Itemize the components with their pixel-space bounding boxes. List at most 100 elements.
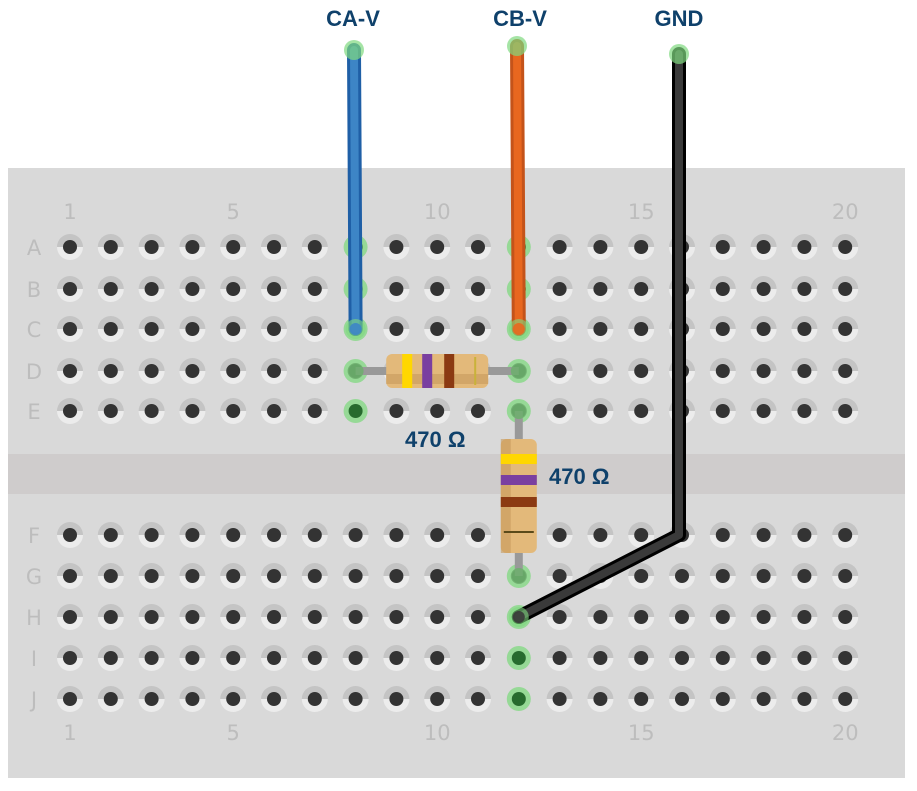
hole-i9[interactable] — [383, 645, 410, 671]
hole-b9[interactable] — [383, 276, 410, 302]
hole-j9[interactable] — [383, 686, 410, 713]
hole-b11[interactable] — [465, 276, 491, 302]
hole-j6[interactable] — [261, 686, 287, 712]
hole-g7[interactable] — [301, 563, 328, 589]
hole-a1[interactable] — [57, 234, 83, 260]
hole-g10[interactable] — [424, 563, 451, 589]
hole-h14[interactable] — [587, 604, 614, 630]
hole-a11[interactable] — [465, 234, 491, 260]
hole-d18[interactable] — [750, 358, 777, 384]
hole-h4[interactable] — [179, 604, 206, 630]
hole-j17[interactable] — [709, 686, 736, 713]
hole-c7[interactable] — [301, 316, 328, 342]
hole-j19[interactable] — [791, 686, 818, 713]
hole-g4[interactable] — [179, 563, 206, 589]
hole-f7[interactable] — [301, 522, 328, 548]
hole-e20[interactable] — [832, 398, 859, 425]
hole-h15[interactable] — [628, 604, 655, 630]
hole-h10[interactable] — [424, 604, 451, 630]
hole-a9[interactable] — [383, 234, 410, 260]
hole-c18[interactable] — [750, 316, 777, 342]
hole-d19[interactable] — [791, 358, 818, 384]
hole-j3[interactable] — [138, 686, 165, 713]
hole-i7[interactable] — [301, 645, 328, 671]
hole-i5[interactable] — [220, 645, 247, 671]
hole-i19[interactable] — [791, 645, 818, 671]
hole-j4[interactable] — [179, 686, 206, 713]
hole-d17[interactable] — [709, 358, 736, 384]
resistor-r1[interactable] — [386, 354, 489, 388]
hole-i1[interactable] — [57, 645, 83, 671]
hole-h2[interactable] — [97, 604, 124, 630]
hole-b20[interactable] — [832, 276, 859, 302]
hole-d3[interactable] — [138, 358, 165, 384]
hole-a15[interactable] — [628, 234, 655, 260]
hole-i8[interactable] — [342, 645, 369, 671]
hole-d1[interactable] — [57, 358, 83, 384]
hole-c17[interactable] — [709, 316, 736, 342]
hole-d5[interactable] — [220, 358, 247, 384]
wire-cb-v[interactable] — [507, 36, 529, 339]
hole-a6[interactable] — [261, 234, 287, 260]
hole-a3[interactable] — [138, 234, 165, 260]
hole-a19[interactable] — [791, 234, 818, 260]
hole-b10[interactable] — [424, 276, 451, 302]
hole-b14[interactable] — [587, 276, 614, 302]
hole-h20[interactable] — [832, 604, 859, 630]
hole-i10[interactable] — [424, 645, 451, 671]
hole-g18[interactable] — [750, 563, 777, 589]
hole-c6[interactable] — [261, 316, 287, 342]
hole-j7[interactable] — [301, 686, 328, 713]
hole-a10[interactable] — [424, 234, 451, 260]
hole-g6[interactable] — [261, 563, 287, 589]
hole-i16[interactable] — [669, 645, 695, 671]
hole-b4[interactable] — [179, 276, 206, 302]
hole-j5[interactable] — [220, 686, 247, 713]
hole-f14[interactable] — [587, 522, 614, 548]
hole-h6[interactable] — [261, 604, 287, 630]
hole-h18[interactable] — [750, 604, 777, 630]
hole-b7[interactable] — [301, 276, 328, 302]
hole-f4[interactable] — [179, 522, 206, 548]
hole-g20[interactable] — [832, 563, 859, 589]
hole-g11[interactable] — [465, 563, 491, 589]
hole-b19[interactable] — [791, 276, 818, 302]
hole-i18[interactable] — [750, 645, 777, 671]
hole-e10[interactable] — [424, 398, 451, 425]
hole-i2[interactable] — [97, 645, 124, 671]
hole-h3[interactable] — [138, 604, 165, 630]
hole-e13[interactable] — [546, 398, 573, 425]
hole-d13[interactable] — [546, 358, 573, 384]
hole-g19[interactable] — [791, 563, 818, 589]
hole-f13[interactable] — [546, 522, 573, 548]
hole-i20[interactable] — [832, 645, 859, 671]
hole-e19[interactable] — [791, 398, 818, 425]
hole-e14[interactable] — [587, 398, 614, 425]
hole-e5[interactable] — [220, 398, 247, 425]
hole-g2[interactable] — [97, 563, 124, 589]
hole-i12[interactable] — [506, 646, 531, 670]
hole-b5[interactable] — [220, 276, 247, 302]
hole-j11[interactable] — [465, 686, 491, 712]
hole-j13[interactable] — [546, 686, 573, 713]
hole-d4[interactable] — [179, 358, 206, 384]
hole-j16[interactable] — [669, 686, 695, 712]
hole-a7[interactable] — [301, 234, 328, 260]
hole-i17[interactable] — [709, 645, 736, 671]
hole-h7[interactable] — [301, 604, 328, 630]
hole-e15[interactable] — [628, 398, 655, 425]
hole-j2[interactable] — [97, 686, 124, 713]
hole-i6[interactable] — [261, 645, 287, 671]
hole-f3[interactable] — [138, 522, 165, 548]
hole-b18[interactable] — [750, 276, 777, 302]
hole-j8[interactable] — [342, 686, 369, 713]
hole-c1[interactable] — [57, 316, 83, 342]
hole-a4[interactable] — [179, 234, 206, 260]
hole-h11[interactable] — [465, 604, 491, 630]
hole-h5[interactable] — [220, 604, 247, 630]
hole-e9[interactable] — [383, 398, 410, 425]
hole-h8[interactable] — [342, 604, 369, 630]
hole-e3[interactable] — [138, 398, 165, 425]
hole-g17[interactable] — [709, 563, 736, 589]
hole-j15[interactable] — [628, 686, 655, 713]
